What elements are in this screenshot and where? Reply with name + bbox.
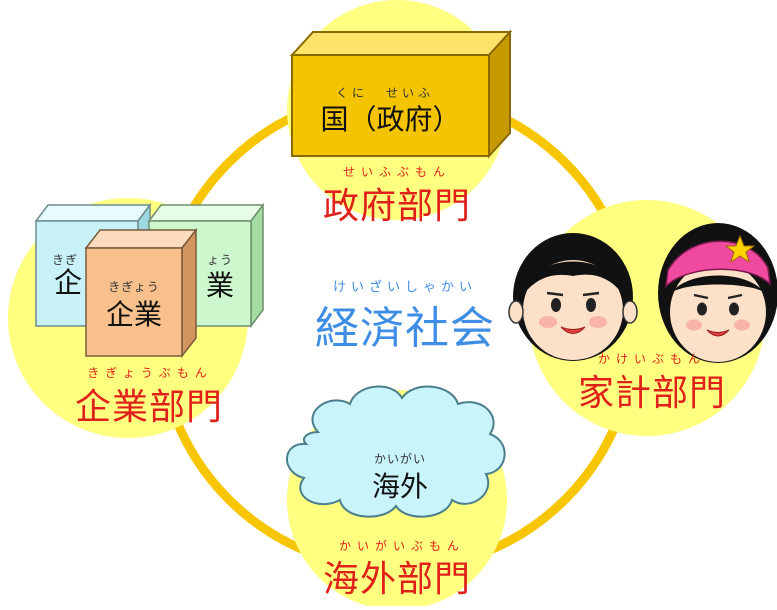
center-label: 経済社会: [315, 303, 495, 354]
boy-face-icon: [508, 233, 638, 361]
overseas-cloud-ruby: かいがい: [373, 452, 426, 466]
company-back-left-ruby: きぎ: [51, 253, 78, 267]
company-back-right-ruby: ょう: [206, 253, 233, 267]
company-back-right-label: 業: [205, 269, 234, 302]
girl-face-icon: [658, 223, 777, 363]
center-ruby: けいざいしゃかい: [332, 280, 477, 295]
government-box-ruby-left: くに: [335, 86, 368, 100]
household-label: 家計部門: [577, 373, 726, 414]
company-ruby: きぎょうぶもん: [87, 366, 213, 380]
overseas-cloud: [286, 385, 506, 518]
government-ruby: せいふぶもん: [342, 165, 451, 179]
household-ruby: かけいぶもん: [597, 352, 706, 366]
government-label: 政府部門: [322, 186, 471, 227]
company-back-left-label: 企: [53, 266, 82, 299]
overseas-ruby: かいがいぶもん: [338, 539, 465, 553]
company-box-ruby: きぎょう: [108, 280, 160, 294]
company-box-label: 企業: [105, 298, 162, 331]
overseas-label: 海外部門: [322, 559, 471, 600]
company-label: 企業部門: [74, 387, 223, 428]
government-box-label: 国（政府）: [320, 103, 461, 136]
overseas-cloud-label: 海外: [371, 470, 428, 503]
government-box-ruby-right: せいふ: [385, 86, 434, 100]
government-box: [289, 29, 513, 159]
company-box-front: [84, 227, 198, 359]
